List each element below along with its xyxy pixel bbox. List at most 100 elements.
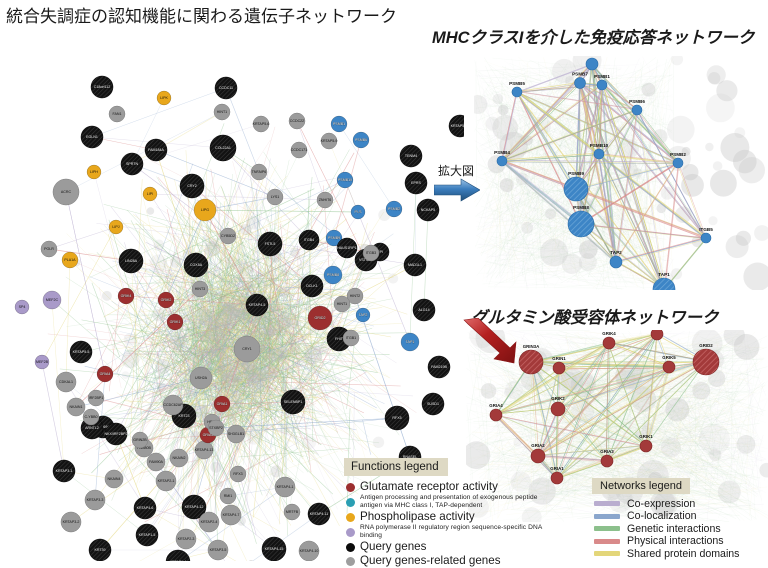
mhc-gene-node[interactable]: TAP2 [610,250,622,268]
gene-node[interactable]: KRTAP1-4 [166,550,190,561]
gene-node[interactable]: KRTAP1-5 [136,524,158,546]
gene-node[interactable]: SPRTN [121,153,143,175]
gene-node[interactable]: KRTAP4-5 [246,294,268,316]
gene-node[interactable]: MEF2C [43,291,61,309]
gene-node[interactable]: KRTAP3-5 [208,540,228,560]
gene-node[interactable]: DCLK1 [301,275,323,297]
gene-node[interactable]: LIPK [157,91,171,105]
gene-node[interactable]: C18orf112 [91,76,113,98]
gene-node[interactable]: LIPJ [109,220,123,234]
gene-node[interactable]: KRTAP3-1 [53,460,75,482]
mhc-class-i-network-panel[interactable]: PSMB11PSMB7PSMB1PSMB5PSMB6PSMB10PSMB4PSM… [474,56,768,290]
gene-node[interactable]: KRTAP5-9 [321,133,338,149]
gene-node[interactable]: HINT1 [334,296,350,312]
gene-node[interactable]: C-YBB0 [83,409,99,425]
gene-node[interactable]: NKAIN4 [105,470,123,488]
mhc-network-graph[interactable]: PSMB11PSMB7PSMB1PSMB5PSMB6PSMB10PSMB4PSM… [474,56,768,290]
gene-node[interactable]: LYS1 [267,189,283,205]
gene-node[interactable]: IRF2BP1 [88,390,104,406]
gene-node[interactable]: FAM90A [147,453,165,471]
gene-node[interactable]: KRTAP5-6 [253,116,270,132]
gene-node[interactable]: KRTAP4-13 [195,441,214,459]
gene-node[interactable]: LIPI [143,187,157,201]
gene-node[interactable]: SH3GLB1 [227,425,245,443]
gene-node[interactable]: KRTAP4-15 [262,537,286,561]
gene-node[interactable]: MRTFB [284,504,300,520]
gene-node[interactable]: MEF2B [35,355,49,369]
gene-node[interactable]: GRIA1 [214,396,230,412]
gene-node[interactable]: FAN1 [109,106,125,122]
gene-node[interactable]: USH2A [190,367,212,389]
gene-node[interactable]: CCDC11 [215,77,237,99]
gene-node[interactable]: EPRS [405,172,427,194]
glutamate-gene-node[interactable]: GRIK2 [551,396,565,416]
gene-node[interactable]: KRTAP5-10 [449,115,464,137]
gene-node[interactable]: PSMB6 [353,132,369,148]
glutamate-gene-node[interactable]: GRIA4 [489,403,503,421]
gene-node[interactable]: PSMB1 [331,116,347,132]
gene-node[interactable]: KRTAP2-1 [156,471,176,491]
gene-node[interactable]: KRTAP4-10 [299,541,319,561]
gene-node[interactable]: HINT3 [192,281,208,297]
gene-node[interactable]: NKAIN1 [67,398,85,416]
gene-node[interactable]: CCDC22 [289,113,305,129]
gene-node[interactable]: MAD1L1 [404,254,426,276]
gene-node[interactable]: GRIA4 [97,366,113,382]
gene-node[interactable]: CRY2 [180,174,204,198]
gene-node[interactable]: RFX3 [230,466,246,482]
gene-node[interactable]: GRID2 [308,306,332,330]
gene-node[interactable]: NCKAP5 [417,199,439,221]
gene-node[interactable]: TENM4 [400,145,422,167]
gene-node[interactable]: ZNHIT6 [317,192,333,208]
gene-node[interactable]: KRT39 [89,539,111,561]
gene-node[interactable]: TNFAIP6 [251,164,267,180]
gene-node[interactable]: KRTAP4-11 [308,503,330,525]
glutamate-gene-node[interactable]: GRIK4 [602,331,616,349]
gene-node[interactable]: CYB5D2 [220,228,236,244]
gene-node[interactable]: CCDC171 [291,142,307,158]
gene-node[interactable]: PSMB8 [324,266,342,284]
gene-node[interactable]: CRY1 [234,336,260,362]
gene-node[interactable]: PLA1A [62,252,78,268]
gene-node[interactable]: KRTAP3-3 [85,490,105,510]
gene-node[interactable]: PI-S [351,205,365,219]
gene-node[interactable]: NKX/IRF2BP2 [105,423,128,445]
gene-node[interactable]: CDKAL1 [56,372,76,392]
gene-node[interactable]: EGLN1 [81,126,103,148]
gene-node[interactable]: SP4 [15,300,29,314]
gene-node[interactable]: HINT1 [214,104,230,120]
gene-node[interactable]: FAM219B [428,356,450,378]
gene-node[interactable]: TAP2 [356,308,370,322]
gene-node[interactable]: KRTAP5-5 [70,341,92,363]
gene-node[interactable]: FAM184A [145,139,167,161]
gene-node[interactable]: STXBP2 [208,420,224,436]
gene-node[interactable]: CCDC62AP [163,395,183,415]
gene-node[interactable]: ALG14 [413,299,435,321]
gene-node[interactable]: GRIK1 [167,314,183,330]
gene-node[interactable]: KRTAP2-4 [199,512,219,532]
gene-node[interactable]: KRTAP2-3 [176,529,196,549]
glutamate-gene-node[interactable]: GRIN1 [552,356,566,374]
gene-node[interactable]: NKAIN2 [170,449,188,467]
gene-node[interactable]: HAUS1FIP1 [337,238,357,258]
glutamate-gene-node[interactable]: GRIA3 [600,449,614,467]
gene-node[interactable]: LIPH [87,165,101,179]
gene-node[interactable]: ITGB1 [343,330,359,346]
gene-node[interactable]: KRTAP3-2 [61,512,81,532]
gene-node[interactable]: KRTAP4-7 [221,505,241,525]
gene-node[interactable]: GRIK4 [118,288,134,304]
gene-node[interactable]: PSMB10 [337,172,353,188]
gene-node[interactable]: FSTL5 [258,232,282,256]
gene-node[interactable]: TAP1 [401,333,419,351]
glutamate-gene-node[interactable]: GRIK5 [662,355,676,373]
gene-node[interactable]: COX5A [184,253,208,277]
gene-node[interactable]: SELENBP1 [281,390,305,414]
gene-node[interactable]: LIN28A [119,249,143,273]
gene-node[interactable]: ITGB3 [363,245,379,261]
gene-node[interactable]: ITGB4 [299,230,319,250]
gene-node[interactable]: KRTAP4-1 [275,477,295,497]
gene-node[interactable]: COL22A1 [210,135,236,161]
gene-node[interactable]: ACRC [53,179,79,205]
gene-node[interactable]: KRTAP4-6 [134,497,156,519]
gene-node[interactable]: POLR [41,241,57,257]
